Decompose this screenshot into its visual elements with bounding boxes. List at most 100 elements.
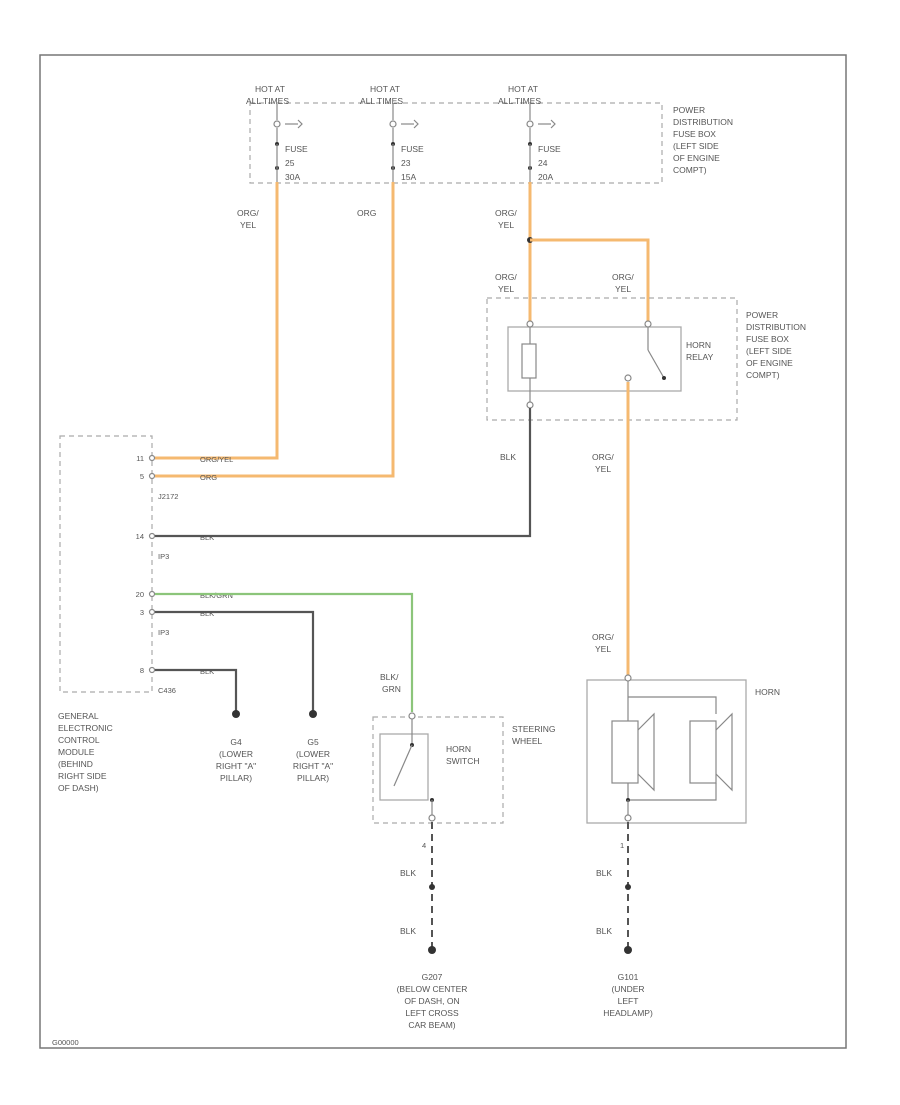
fuse-3-amp: 20A <box>538 172 553 182</box>
svg-text:DISTRIBUTION: DISTRIBUTION <box>746 322 806 332</box>
ground-g101-label: G101 (UNDER LEFT HEADLAMP) <box>603 972 653 1018</box>
fuse-3-num: 24 <box>538 158 548 168</box>
svg-text:(LOWER: (LOWER <box>296 749 330 759</box>
svg-text:MODULE: MODULE <box>58 747 95 757</box>
sw-pin-4: 4 <box>422 841 426 850</box>
svg-text:OF ENGINE: OF ENGINE <box>673 153 720 163</box>
relay-coil <box>521 343 537 379</box>
pin-3-wire: BLK <box>200 609 214 618</box>
svg-text:(LEFT SIDE: (LEFT SIDE <box>673 141 719 151</box>
pin-11-wire: ORG/YEL <box>200 455 233 464</box>
svg-text:CONTROL: CONTROL <box>58 735 100 745</box>
fuse-2-amp: 15A <box>401 172 416 182</box>
wire-1-label-b: YEL <box>240 220 256 230</box>
ground-g4-label: G4 (LOWER RIGHT "A" PILLAR) <box>216 737 256 783</box>
fuse-1-label: FUSE <box>285 144 308 154</box>
pdb-relay-box <box>486 297 738 421</box>
ground-g5-dot <box>309 710 317 718</box>
wire-horn-in-b: YEL <box>595 644 611 654</box>
horn-label: HORN <box>755 687 780 697</box>
svg-text:RIGHT "A": RIGHT "A" <box>293 761 333 771</box>
wire-relay-blk-label: BLK <box>500 452 516 462</box>
svg-text:20: 20 <box>136 590 144 599</box>
svg-text:G207: G207 <box>422 972 443 982</box>
wire-4a-label-a: ORG/ <box>495 272 517 282</box>
pin-14-wire: BLK <box>200 533 214 542</box>
wire-org-2 <box>155 182 395 478</box>
svg-text:G4: G4 <box>230 737 242 747</box>
relay-label: HORN RELAY <box>686 340 714 362</box>
svg-text:LEFT: LEFT <box>618 996 639 1006</box>
svg-text:HORN: HORN <box>446 744 471 754</box>
wire-blk-g5 <box>155 610 315 712</box>
horn-switch <box>379 733 429 801</box>
wire-3-label-b: YEL <box>498 220 514 230</box>
svg-text:FUSE BOX: FUSE BOX <box>746 334 789 344</box>
wire-sw-blk1-label: BLK <box>400 868 416 878</box>
conn-j2172: J2172 <box>158 492 178 501</box>
svg-text:3: 3 <box>140 608 144 617</box>
ground-g4-dot <box>232 710 240 718</box>
fuse-1-when: ALL TIMES <box>246 96 289 106</box>
fuse-3-label: FUSE <box>538 144 561 154</box>
fuse-1: HOT AT ALL TIMES FUSE 25 30A <box>246 84 308 182</box>
svg-text:ELECTRONIC: ELECTRONIC <box>58 723 113 733</box>
conn-ip3-a: IP3 <box>158 552 169 561</box>
svg-text:(LEFT SIDE: (LEFT SIDE <box>746 346 792 356</box>
svg-text:COMPT): COMPT) <box>746 370 780 380</box>
svg-text:CAR BEAM): CAR BEAM) <box>408 1020 455 1030</box>
horn-pin-1: 1 <box>620 841 624 850</box>
svg-text:RIGHT SIDE: RIGHT SIDE <box>58 771 107 781</box>
wire-3-label-a: ORG/ <box>495 208 517 218</box>
pin-8-wire: BLK <box>200 667 214 676</box>
wire-horn-in-a: ORG/ <box>592 632 614 642</box>
svg-text:FUSE BOX: FUSE BOX <box>673 129 716 139</box>
wire-blk-g4 <box>155 668 238 712</box>
fuse-1-hot: HOT AT <box>255 84 285 94</box>
svg-text:HEADLAMP): HEADLAMP) <box>603 1008 653 1018</box>
conn-c436: C436 <box>158 686 176 695</box>
ground-g207-label: G207 (BELOW CENTER OF DASH, ON LEFT CROS… <box>397 972 468 1030</box>
fuse-2-label: FUSE <box>401 144 424 154</box>
wire-4b-label-a: ORG/ <box>612 272 634 282</box>
svg-text:RIGHT "A": RIGHT "A" <box>216 761 256 771</box>
svg-text:(LOWER: (LOWER <box>219 749 253 759</box>
ground-g5-label: G5 (LOWER RIGHT "A" PILLAR) <box>293 737 333 783</box>
relay-contact <box>647 349 665 379</box>
wire-relay-blk <box>155 408 532 538</box>
pdb-top-label: POWER DISTRIBUTION FUSE BOX (LEFT SIDE O… <box>673 105 733 175</box>
fuse-2-when: ALL TIMES <box>360 96 403 106</box>
horn-switch-label: HORN SWITCH <box>446 744 480 766</box>
svg-text:11: 11 <box>136 454 144 463</box>
svg-text:(BELOW CENTER: (BELOW CENTER <box>397 984 468 994</box>
svg-text:HORN: HORN <box>686 340 711 350</box>
fuse-3-hot: HOT AT <box>508 84 538 94</box>
steering-wheel-label: STEERING WHEEL <box>512 724 555 746</box>
svg-text:G101: G101 <box>618 972 639 982</box>
gem-pins: 11 ORG/YEL 5 ORG J2172 14 BLK IP3 20 BLK… <box>136 454 234 695</box>
svg-text:OF ENGINE: OF ENGINE <box>746 358 793 368</box>
svg-text:OF DASH): OF DASH) <box>58 783 99 793</box>
fuse-2: HOT AT ALL TIMES FUSE 23 15A <box>360 84 424 182</box>
svg-text:STEERING: STEERING <box>512 724 555 734</box>
ground-g101-dot <box>624 946 632 954</box>
wire-relay-out-b: YEL <box>595 464 611 474</box>
fuse-2-num: 23 <box>401 158 411 168</box>
wire-horn-blk2-label: BLK <box>596 926 612 936</box>
svg-text:WHEEL: WHEEL <box>512 736 543 746</box>
svg-text:COMPT): COMPT) <box>673 165 707 175</box>
ground-g207-dot <box>428 946 436 954</box>
wire-relay-out-a: ORG/ <box>592 452 614 462</box>
horn-relay <box>507 326 682 392</box>
wire-2-label: ORG <box>357 208 376 218</box>
fuse-1-num: 25 <box>285 158 295 168</box>
wire-blk-grn <box>155 592 414 712</box>
horn-speaker-right-icon <box>689 712 733 792</box>
pin-5-wire: ORG <box>200 473 217 482</box>
svg-text:GENERAL: GENERAL <box>58 711 99 721</box>
wire-1-label-a: ORG/ <box>237 208 259 218</box>
svg-text:(BEHIND: (BEHIND <box>58 759 93 769</box>
steering-wheel-box <box>372 716 504 824</box>
svg-text:PILLAR): PILLAR) <box>297 773 329 783</box>
